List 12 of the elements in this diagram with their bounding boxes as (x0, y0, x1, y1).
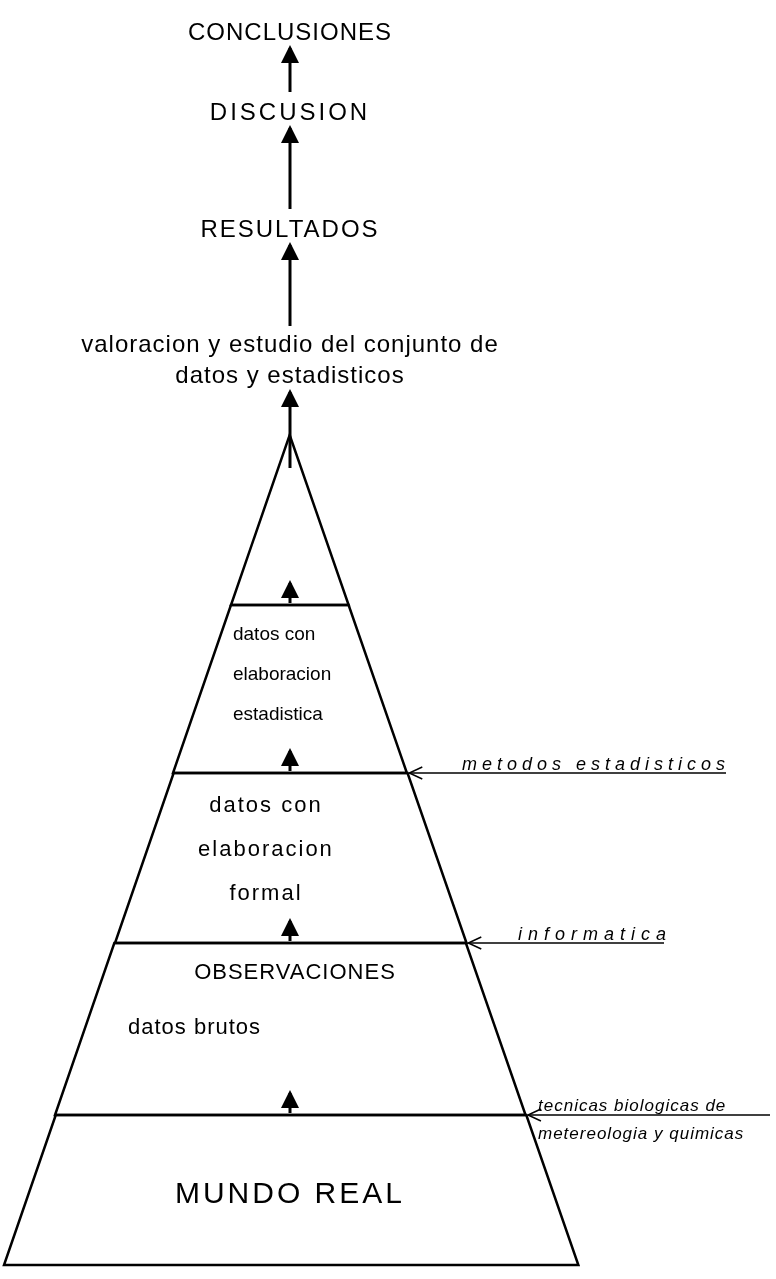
tier-label: datos con elaboracion formal (197, 791, 335, 907)
tier-label: OBSERVACIONES (193, 958, 397, 986)
stage-label: valoracion y estudio del conjunto de datos y estadisticos (60, 328, 520, 390)
method-label: metodos estadisticos (462, 755, 730, 774)
tier-label: datos con elaboracion estadistica (232, 622, 333, 726)
tier-label: datos brutos (128, 1013, 263, 1041)
stage-label: CONCLUSIONES (140, 14, 440, 46)
stage-label: DISCUSION (140, 94, 440, 126)
method-label: tecnicas biologicas de metereologia y quimicas (538, 1092, 774, 1176)
stage-label: RESULTADOS (140, 211, 440, 243)
method-label: informatica (518, 925, 668, 944)
tier-label: MUNDO REAL (173, 1175, 406, 1211)
